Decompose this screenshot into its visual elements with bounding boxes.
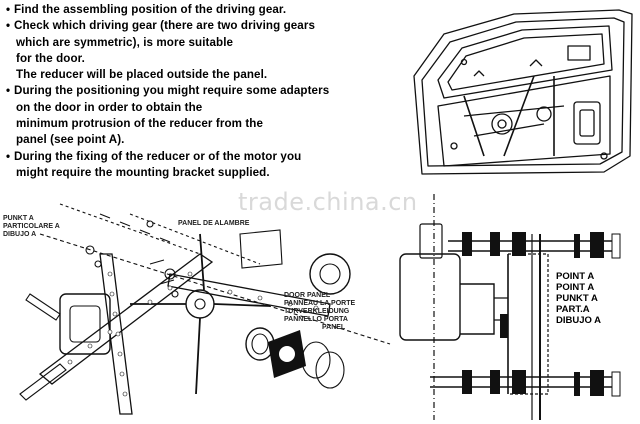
label-line: DIBUJO A [556, 315, 602, 326]
label-line: PART.A [556, 304, 590, 315]
label-line: TURVERKLEIDUNG [284, 308, 350, 315]
label-line: PARTICOLARE A [3, 223, 60, 230]
instruction-line: Find the assembling position of the driv… [6, 2, 406, 18]
door-panel-label: DOOR PANEL PANNEAU LA PORTE TURVERKLEIDU… [284, 292, 355, 332]
exploded-assembly-illustration [19, 203, 391, 415]
car-door-illustration [413, 9, 633, 175]
label-line: PUNKT A [3, 215, 34, 222]
label-line: DIBUJO A [3, 231, 37, 238]
instruction-line: During the fixing of the reducer or of t… [6, 149, 406, 165]
instruction-line: which are symmetric), is more suitable [16, 35, 234, 49]
label-line: DOOR PANEL [284, 292, 331, 299]
label-line: PANEL [322, 324, 346, 331]
instruction-line: Check which driving gear (there are two … [6, 18, 406, 34]
panel-de-alambre-label: PANEL DE ALAMBRE [178, 220, 250, 227]
label-line: PUNKT A [556, 293, 598, 304]
label-line: POINT A [556, 282, 595, 293]
instruction-line: might require the mounting bracket suppl… [16, 165, 270, 179]
label-line: POINT A [556, 271, 595, 282]
instruction-line: panel (see point A). [16, 133, 125, 147]
instruction-line: for the door. [16, 51, 85, 65]
cross-section-illustration [399, 194, 621, 420]
instruction-line: minimum protrusion of the reducer from t… [16, 117, 264, 131]
point-a-label-right: POINT A POINT A PUNKT A PART.A DIBUJO A [556, 271, 601, 326]
watermark-text: trade.china.cn [238, 188, 418, 216]
instructions-text: Find the assembling position of the driv… [6, 2, 406, 181]
label-line: PANNELLO PORTA [284, 316, 348, 323]
instruction-line: on the door in order to obtain the [16, 100, 203, 114]
point-a-label-left: PUNKT A PARTICOLARE A DIBUJO A [3, 215, 60, 239]
instruction-line: The reducer will be placed outside the p… [16, 68, 268, 82]
label-line: PANNEAU LA PORTE [284, 300, 356, 307]
instruction-line: During the positioning you might require… [6, 83, 406, 99]
